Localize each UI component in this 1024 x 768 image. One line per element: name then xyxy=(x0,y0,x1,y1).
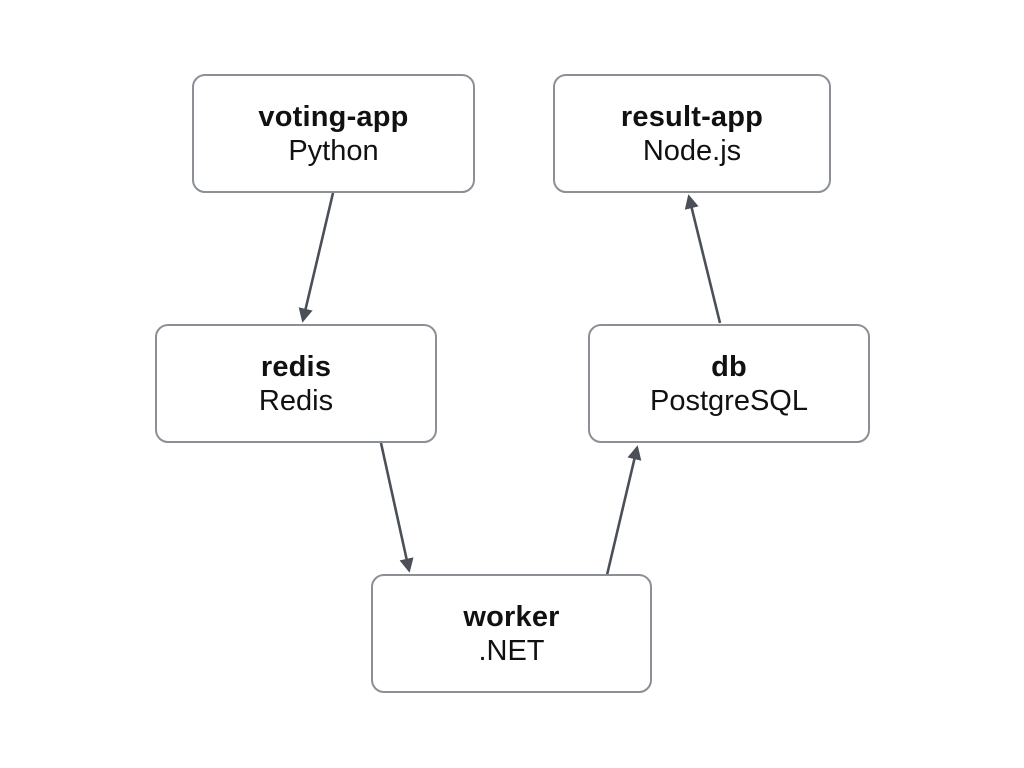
node-result-app: result-app Node.js xyxy=(553,74,831,193)
node-title: redis xyxy=(260,350,332,383)
node-subtitle: .NET xyxy=(478,634,545,667)
node-subtitle: Node.js xyxy=(642,134,742,167)
node-title: result-app xyxy=(620,100,764,133)
edge-db-to-result-app xyxy=(684,194,722,324)
node-title: db xyxy=(711,350,747,383)
node-worker: worker .NET xyxy=(371,574,652,693)
node-subtitle: PostgreSQL xyxy=(650,384,808,417)
node-db: db PostgreSQL xyxy=(588,324,870,443)
edge-redis-to-worker xyxy=(379,442,414,573)
node-voting-app: voting-app Python xyxy=(192,74,475,193)
node-title: worker xyxy=(463,600,560,633)
node-subtitle: Redis xyxy=(258,384,334,417)
node-redis: redis Redis xyxy=(155,324,437,443)
edge-worker-to-db xyxy=(605,445,642,576)
edge-voting-app-to-redis xyxy=(298,192,335,323)
node-subtitle: Python xyxy=(288,134,379,167)
node-title: voting-app xyxy=(258,100,409,133)
